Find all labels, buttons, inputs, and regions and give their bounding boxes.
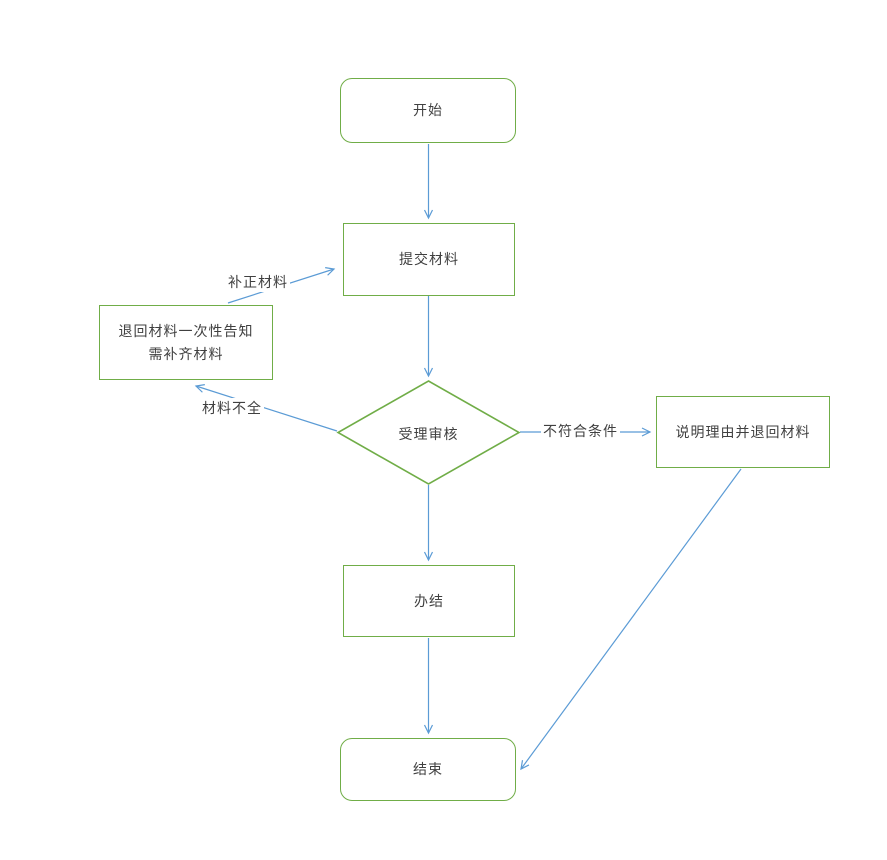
return-materials-notice-line2: 需补齐材料	[148, 345, 224, 362]
review-decision-label: 受理审核	[398, 426, 459, 442]
review-diamond-shape	[336, 380, 521, 485]
complete-node: 办结	[343, 565, 515, 637]
return-materials-notice-line1: 退回材料一次性告知	[118, 323, 254, 340]
end-label: 结束	[413, 761, 443, 778]
edge-label-not-qualified: 不符合条件	[541, 421, 620, 441]
edge-label-supplement-materials: 补正材料	[226, 272, 290, 292]
submit-materials-label: 提交材料	[399, 251, 459, 268]
edge-label-materials-incomplete: 材料不全	[200, 398, 264, 418]
return-materials-notice-node: 退回材料一次性告知 需补齐材料	[99, 305, 273, 380]
arrow-reject-to-end	[520, 468, 742, 771]
complete-label: 办结	[414, 592, 444, 609]
reject-explain-label: 说明理由并退回材料	[675, 423, 811, 440]
end-node: 结束	[340, 738, 516, 801]
start-node: 开始	[340, 78, 516, 143]
submit-materials-node: 提交材料	[343, 223, 515, 296]
start-label: 开始	[413, 102, 443, 119]
arrow-review-to-return-notice	[194, 384, 338, 432]
reject-explain-node: 说明理由并退回材料	[656, 396, 830, 468]
